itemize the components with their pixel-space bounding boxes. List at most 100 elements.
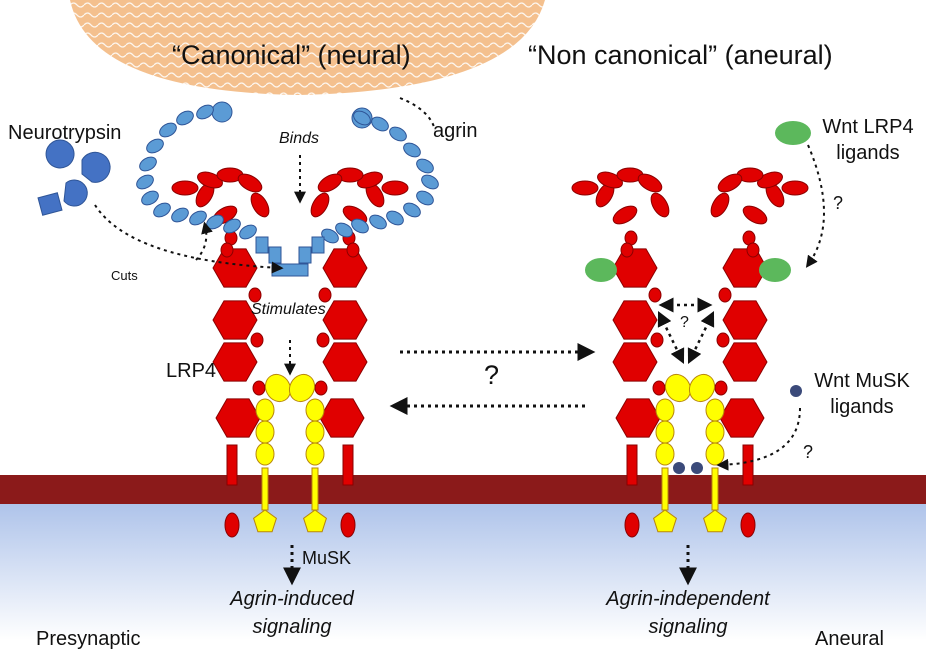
musk-ig-domain bbox=[705, 420, 725, 444]
lrp4-arm-domain bbox=[357, 171, 383, 189]
lrp4-domain bbox=[318, 287, 332, 303]
agrin-lg-domain bbox=[255, 236, 269, 254]
neurotrypsin-label: Neurotrypsin bbox=[8, 122, 122, 144]
lrp4-domain bbox=[252, 380, 266, 396]
lrp4-propeller bbox=[719, 398, 765, 438]
agrin-domain bbox=[403, 202, 421, 218]
cytoplasm bbox=[0, 503, 926, 640]
cuts-arrow bbox=[94, 204, 284, 274]
lrp4-propeller bbox=[322, 300, 368, 340]
agrin-domain bbox=[416, 158, 434, 174]
lrp4-domain bbox=[250, 332, 264, 348]
wnt-lrp4-ligand bbox=[775, 121, 811, 145]
lrp4-arm-domain bbox=[742, 205, 768, 225]
stimulates-label: Stimulates bbox=[251, 301, 326, 318]
lrp4-propeller bbox=[319, 398, 365, 438]
lrp4-arm-domain bbox=[317, 173, 343, 193]
agrin-lg-domain bbox=[298, 246, 312, 264]
lrp4-propeller bbox=[212, 342, 258, 382]
agrin-domain bbox=[403, 142, 421, 158]
lrp4-propeller bbox=[612, 300, 658, 340]
wnt-musk-ligand-bound-1 bbox=[673, 462, 685, 474]
lrp4-domain bbox=[718, 287, 732, 303]
lrp4-stalk bbox=[226, 444, 238, 486]
agrin-domain bbox=[321, 228, 339, 244]
lrp4-propeller bbox=[322, 342, 368, 382]
agrin-molecules bbox=[136, 101, 439, 277]
agrin-label: agrin bbox=[433, 120, 478, 142]
musk-kinase bbox=[703, 509, 727, 533]
lrp4-arm-domain bbox=[237, 173, 263, 193]
lrp4-domain bbox=[620, 242, 634, 258]
lrp4-propeller bbox=[722, 342, 768, 382]
cell-membrane bbox=[0, 475, 926, 504]
agrin-domain bbox=[159, 122, 177, 138]
wnt-lrp4-ligand-bound-right bbox=[759, 258, 791, 282]
agrin-domain bbox=[196, 104, 214, 120]
lrp4-domain bbox=[248, 287, 262, 303]
binds-label: Binds bbox=[279, 130, 320, 147]
musk-domain bbox=[264, 373, 292, 403]
agrin-domain bbox=[386, 210, 404, 226]
agrin-induced-signaling-label: signaling bbox=[252, 616, 332, 638]
musk-stalk bbox=[711, 467, 719, 511]
musk-ig-domain bbox=[255, 398, 275, 422]
agrin-induced-label: Agrin-induced bbox=[230, 588, 354, 610]
agrin-domain bbox=[369, 214, 387, 230]
agrin-nterm bbox=[211, 101, 233, 123]
lrp4-domain bbox=[648, 287, 662, 303]
musk-kinase bbox=[653, 509, 677, 533]
lrp4-arm-domain bbox=[717, 173, 743, 193]
lrp4-stalk bbox=[626, 444, 638, 486]
musk-kinase bbox=[253, 509, 277, 533]
lrp4-arm-domain bbox=[757, 171, 783, 189]
agrin-binds-arc bbox=[399, 97, 436, 131]
agrin-domain bbox=[371, 116, 389, 132]
wnt-lrp4-arrow bbox=[805, 144, 825, 268]
lrp4-propeller bbox=[722, 300, 768, 340]
lrp4-arm-domain bbox=[381, 180, 409, 196]
lrp4-arm-domain bbox=[710, 192, 730, 218]
lrp4-arm-domain bbox=[781, 180, 809, 196]
musk-domain bbox=[664, 373, 692, 403]
lrp4-label: LRP4 bbox=[166, 360, 217, 382]
lrp4-intracellular bbox=[624, 512, 640, 538]
agrin-domain bbox=[189, 210, 207, 226]
wnt-musk-ligands-line2: ligands bbox=[830, 396, 894, 418]
inner-question: ? bbox=[680, 314, 689, 331]
lrp4-domain bbox=[316, 332, 330, 348]
lrp4-domain bbox=[220, 242, 234, 258]
musk-ig-domain bbox=[255, 420, 275, 444]
wnt-lrp4-ligand-bound-left bbox=[585, 258, 617, 282]
musk-ig-domain bbox=[255, 442, 275, 466]
musk-ig-domain bbox=[305, 398, 325, 422]
agrin-domain bbox=[171, 207, 189, 223]
lrp4-arm-domain bbox=[650, 192, 670, 218]
musk-stalk bbox=[261, 467, 269, 511]
agrin-core bbox=[271, 263, 309, 277]
musk-ig-domain bbox=[305, 420, 325, 444]
lrp4-arm-domain bbox=[250, 192, 270, 218]
lrp4-intracellular bbox=[340, 512, 356, 538]
lrp4-domain bbox=[714, 380, 728, 396]
lrp4-arm-domain bbox=[310, 192, 330, 218]
wnt-musk-ligand-bound-2 bbox=[691, 462, 703, 474]
agrin-independent-label: Agrin-independent bbox=[606, 588, 770, 610]
inner-arrow-right bbox=[687, 310, 715, 365]
lrp4-propeller bbox=[215, 398, 261, 438]
agrin-lg-domain bbox=[268, 246, 282, 264]
center-question: ? bbox=[484, 360, 500, 390]
agrin-domain bbox=[335, 222, 353, 238]
agrin-domain bbox=[146, 138, 164, 154]
musk-kinase bbox=[303, 509, 327, 533]
lrp4-arm-domain bbox=[197, 171, 223, 189]
lrp4-arm-domain bbox=[171, 180, 199, 196]
agrin-domain bbox=[239, 224, 257, 240]
agrin-independent-signaling-label: signaling bbox=[648, 616, 728, 638]
musk-stalk bbox=[311, 467, 319, 511]
agrin-domain bbox=[389, 126, 407, 142]
musk-ig-domain bbox=[655, 398, 675, 422]
lrp4-arm-domain bbox=[571, 180, 599, 196]
musk-ig-domain bbox=[705, 398, 725, 422]
